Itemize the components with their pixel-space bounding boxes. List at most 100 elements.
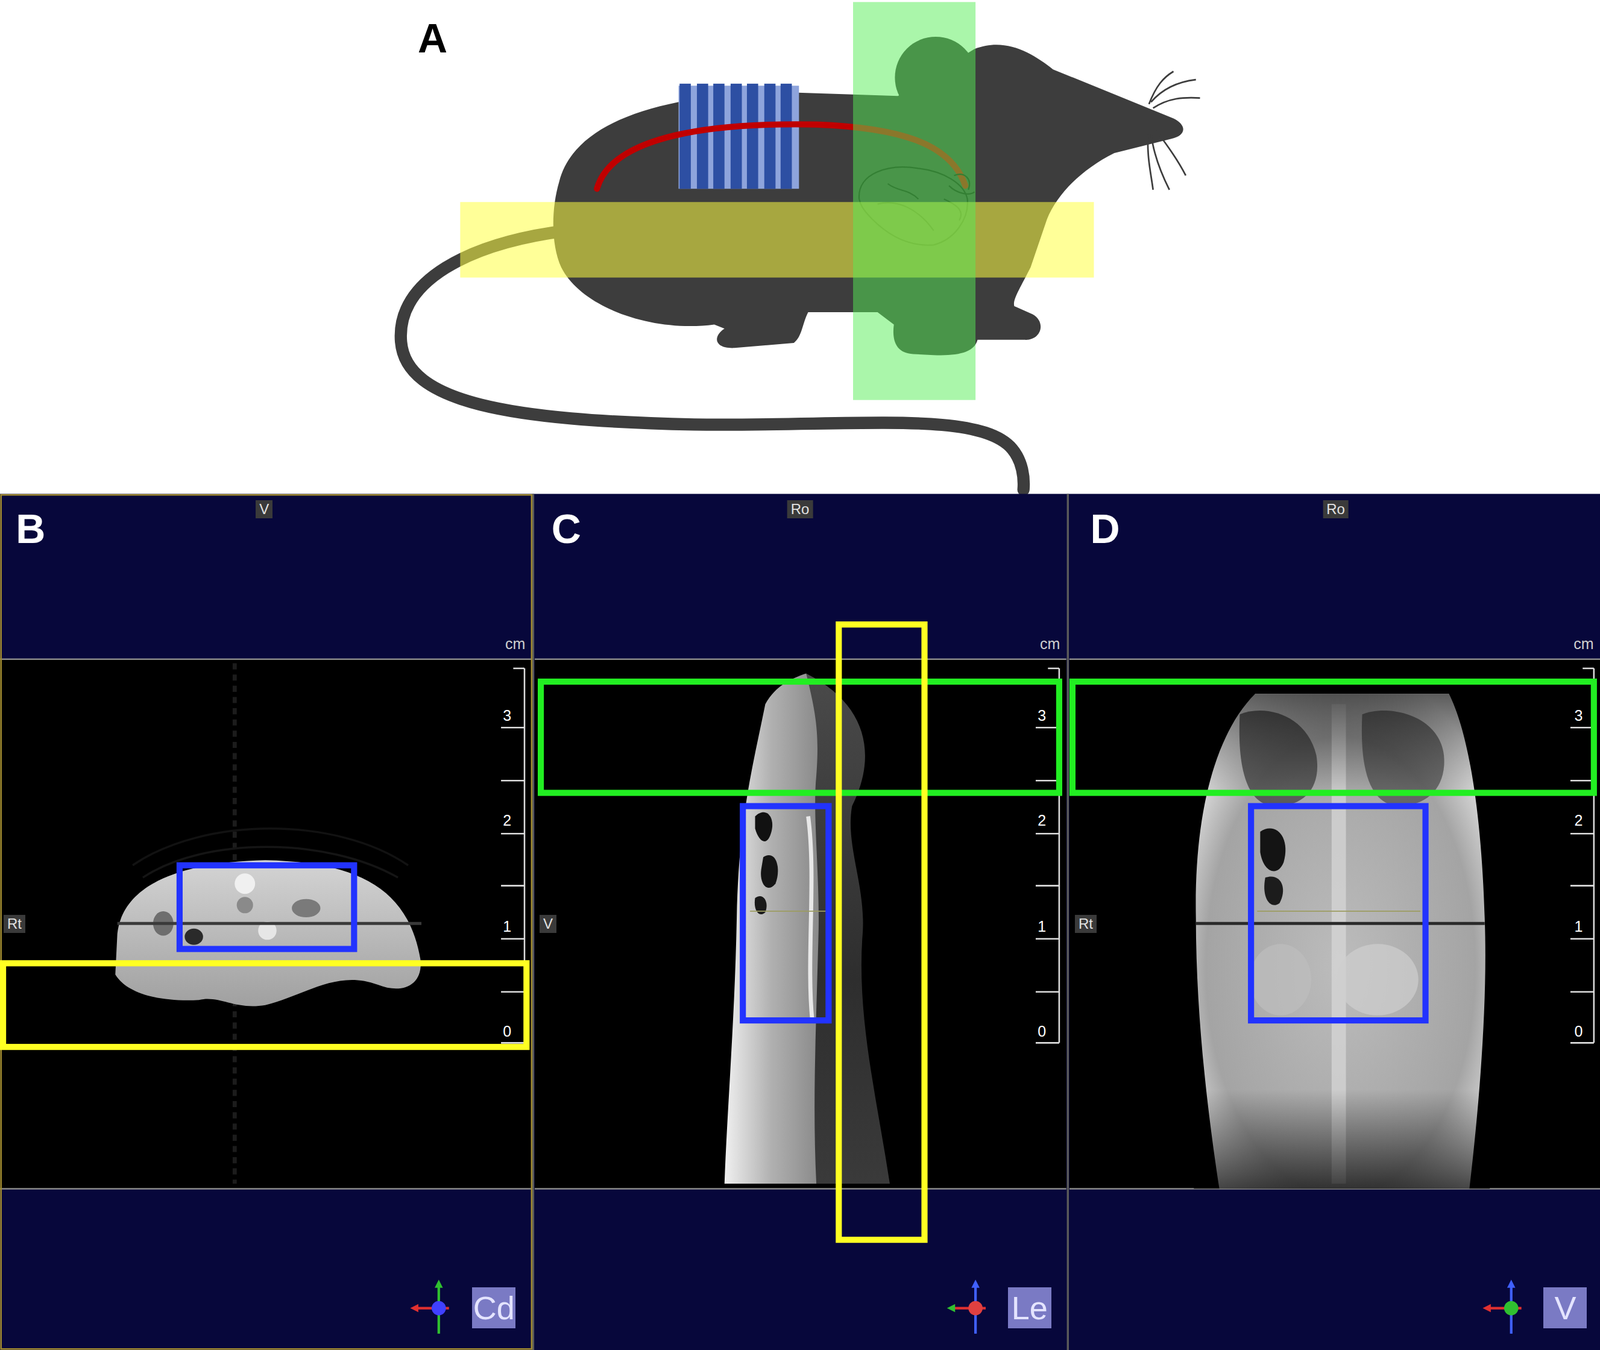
orientation-tag: Ro [787,500,814,519]
sagittal-image [724,673,890,1185]
view-badge-text: Le [1011,1291,1048,1325]
coil-bar [730,83,743,189]
border-line [534,1188,1067,1191]
panel-ground [0,0,1600,494]
reference-line [1256,910,1421,913]
image-area [534,659,1067,1190]
image-area [0,659,532,1190]
vessel-line [808,816,813,1021]
scale-number-text: 2 [1037,811,1046,829]
whisker [1149,71,1174,105]
whisker [1153,97,1201,108]
scale-number: 2 [1574,812,1584,828]
panel-letter: A [417,17,448,59]
coil-bar [780,83,793,189]
mri-panels [0,493,1600,1350]
axial-slice-box [838,624,925,1241]
orientation-tag-text: Rt [7,915,22,933]
orientation-tag-text: Ro [1326,500,1345,518]
ring-artifact [132,828,409,866]
scale-number-text: 3 [502,706,512,724]
scale-unit-text: cm [1573,635,1594,653]
panel-letter-text: A [417,15,448,61]
orientation-tag-text: V [259,500,269,518]
axis-icon [947,1279,986,1335]
scale-number: 3 [502,707,512,723]
scale-number: 0 [1574,1024,1584,1040]
orientation-tag: Rt [3,915,26,934]
scale-number-text: 1 [1037,917,1046,935]
scale-ticks [1035,668,1060,1043]
view-badge-text: Cd [473,1291,515,1325]
image-borders [0,659,1600,1190]
scale-number-text: 2 [1574,811,1584,829]
axis-icon [409,1279,449,1335]
axis-head [434,1279,444,1289]
view-badge-text: V [1554,1291,1576,1325]
scale-number: 1 [502,918,512,934]
panel-letter-text: B [15,505,46,552]
orientation-tag-text: Ro [790,500,810,518]
panel-letter-text: D [1090,505,1121,552]
scale-bar [1035,668,1060,1043]
scale-bar [500,668,525,1043]
scale-number-text: 2 [502,811,512,829]
whisker [1147,134,1154,190]
scale-unit-text: cm [505,635,526,653]
orientation-tag-text: Rt [1078,915,1093,933]
mouse-whiskers [1147,71,1201,190]
axial-band [459,201,1094,278]
axis-head [971,1279,980,1289]
scale-number: 0 [1037,1024,1046,1040]
slice-boxes [3,624,1594,1241]
scale-ticks [1570,668,1594,1043]
coil-fade [1193,693,1490,1189]
panel-letter: C [551,508,582,550]
scale-number-text: 1 [1574,917,1584,935]
panel-letter: D [1090,508,1121,550]
scale-unit: cm [505,636,526,652]
scale-number: 2 [502,812,512,828]
axis-head [409,1304,419,1314]
axial-slice-box [3,963,527,1048]
axis-dot [968,1301,983,1317]
panel-a [0,0,1600,494]
border-line [1069,658,1600,661]
view-badge: Cd [472,1287,516,1329]
scale-number: 2 [1037,812,1046,828]
scale-number: 1 [1037,918,1046,934]
orientation-tag: Rt [1074,915,1097,934]
whisker [1150,132,1169,190]
axis-icon [1482,1279,1522,1335]
active-panel-frame [1,494,532,1350]
scale-number-text: 0 [1037,1023,1046,1040]
scale-number: 0 [502,1024,512,1040]
border-line [534,658,1067,661]
viewer-ground [0,493,1600,1350]
panel-divider [532,493,535,1350]
orientation-tag-text: V [543,915,553,933]
coronal-band [853,1,976,400]
axis-dot [431,1301,447,1317]
coronal-image [1193,693,1490,1189]
scale-number-text: 1 [502,917,512,935]
lung-patch [755,812,773,842]
scale-ticks [500,668,525,1043]
coil-array [678,83,800,189]
orientation-tag: Ro [1322,500,1349,519]
scale-unit-text: cm [1039,635,1060,653]
coil-bar [713,83,725,189]
axis-head [1507,1279,1516,1289]
axis-head [947,1304,956,1314]
coronal-slice-box [1072,681,1594,794]
coil-bar [764,83,776,189]
scale-number: 3 [1574,707,1584,723]
view-badge: Le [1007,1287,1052,1329]
artifact-line [117,922,422,926]
reference-line [749,910,827,913]
tissue-spot [184,929,203,946]
scale-unit: cm [1573,636,1594,652]
scale-unit: cm [1039,636,1060,652]
